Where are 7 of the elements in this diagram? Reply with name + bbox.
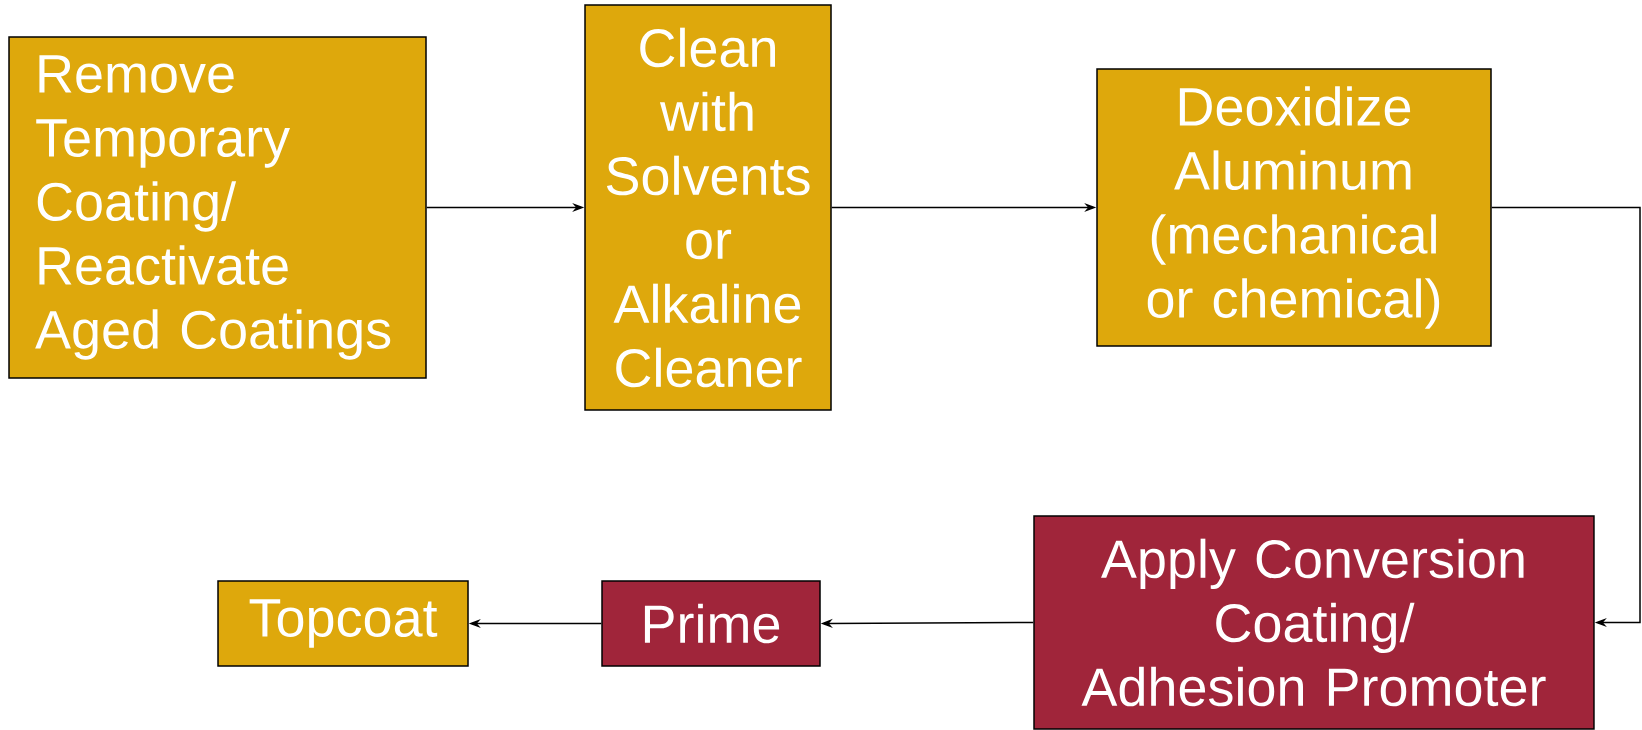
process-box: Topcoat [217, 580, 469, 667]
process-box: Prime [601, 580, 821, 667]
process-box: Remove Temporary Coating/ Reactivate Aged Coatings [8, 36, 427, 379]
process-box: Clean with Solvents or Alkaline Cleaner [584, 4, 832, 411]
arrow [1491, 206, 1641, 628]
process-box: Apply Conversion Coating/ Adhesion Promoter [1033, 515, 1595, 730]
process-box: Deoxidize Aluminum (mechanical or chemical) [1096, 68, 1492, 347]
